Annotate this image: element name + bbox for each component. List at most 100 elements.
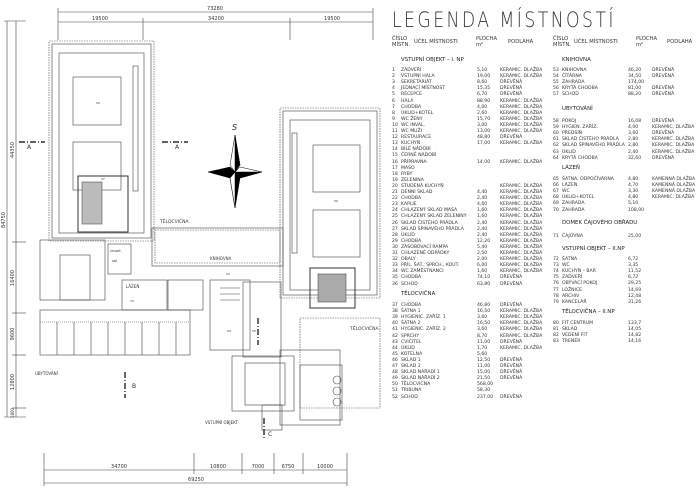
room-floor: KERAMIC. DLAŽBA — [500, 98, 543, 104]
room-number: 77 — [553, 287, 559, 293]
room-area: 1,70 — [477, 345, 488, 351]
room-area: 4,00 — [477, 104, 488, 110]
room-purpose: LÁZEŇ — [562, 183, 578, 189]
room-floor: KERAMIC. DLAŽBA — [500, 74, 543, 80]
room-purpose: KRYTÁ CHODBA — [562, 86, 598, 92]
dim-bottom-2: 10800 — [210, 464, 226, 470]
room-number: 7 — [392, 104, 395, 110]
room-area: 5,10 — [628, 201, 639, 207]
room-number: 50 — [392, 382, 398, 388]
room-number: 49 — [392, 376, 398, 382]
room-number: 39 — [392, 315, 398, 321]
dim-bottom-5: 10000 — [317, 464, 333, 470]
room-number: 81 — [553, 327, 559, 333]
room-purpose: KOTELNA — [401, 351, 423, 357]
room-purpose: SKLAD 2 — [401, 364, 421, 369]
room-floor: DŘEVĚNÁ — [652, 86, 675, 92]
room-purpose: CHODBA — [401, 196, 422, 202]
bottom-dimensions: 34700 10800 7000 6750 10000 69250 — [43, 453, 348, 486]
room-purpose: WC ŽENY — [401, 116, 423, 122]
room-purpose: SKLAD ŠPINAVÉHO PRÁDLA — [401, 226, 464, 232]
room-area: 3,60 — [477, 327, 488, 333]
room-area: 14,05 — [628, 327, 642, 333]
room-floor: KERAMIC. DLAŽBA — [500, 321, 543, 327]
dim-left-2: 16400 — [10, 270, 16, 286]
room-purpose: ARCHIV — [562, 293, 580, 299]
room-area: 48,80 — [477, 135, 491, 141]
room-floor: KERAMIC. DLAŽBA — [500, 159, 543, 165]
room-number: 46 — [392, 357, 398, 363]
room-floor: KERAMIC. DLAŽBA — [500, 345, 543, 351]
room-purpose: BÍLÉ NÁDOBÍ — [401, 147, 431, 153]
room-number: 13 — [392, 141, 398, 147]
room-area: 2,40 — [477, 232, 488, 238]
header-floor: PODLAHA — [508, 39, 534, 45]
room-area: 21,50 — [477, 376, 491, 382]
room-floor: DŘEVĚNÁ — [500, 376, 523, 382]
room-floor: KAMENNÁ DLAŽBA — [652, 183, 696, 189]
room-number: 17 — [392, 165, 398, 171]
room-purpose: HALA — [401, 98, 414, 104]
room-area: 6,72 — [628, 275, 639, 281]
room-area: 81,00 — [628, 86, 642, 92]
room-number: 28 — [392, 232, 398, 238]
room-floor: DŘEVĚNÁ — [652, 155, 675, 161]
room-area: 25,00 — [628, 234, 642, 239]
room-floor: DŘEVĚNÁ — [500, 303, 523, 308]
header-area-2: PLOCHA m² — [636, 36, 657, 48]
room-number: 9 — [392, 116, 395, 122]
room-number: 1 — [392, 68, 395, 73]
room-floor: DŘEVĚNÁ — [652, 74, 675, 80]
zrcadl-label: zrcadl. — [110, 249, 122, 253]
room-number: 75 — [553, 275, 559, 281]
section-c: C — [268, 431, 272, 438]
room-purpose: OBÝVACÍ POKOJ — [562, 281, 598, 287]
room-area: 19,00 — [477, 74, 491, 80]
room-area: 4,40 — [477, 190, 488, 195]
dim-left-total: 84750 — [1, 212, 7, 228]
room-number: 20 — [392, 183, 398, 189]
room-purpose: CVIČITEL — [401, 339, 422, 345]
room-area: 4,80 — [628, 177, 639, 182]
room-purpose: CHODBA — [401, 303, 422, 308]
dim-top-right: 19500 — [324, 16, 340, 22]
legend-section-title: KNIHOVNA — [562, 57, 591, 63]
room-floor: DŘEVĚNÁ — [500, 394, 523, 400]
room-area: 88,90 — [477, 98, 491, 104]
dim-bottom-total: 69250 — [188, 477, 204, 483]
room-number: 2 — [392, 74, 395, 80]
room-purpose: SKLAD — [562, 327, 578, 333]
room-number: 40 — [392, 321, 398, 327]
room-number: 64 — [553, 155, 559, 161]
room-floor: KERAMIC. DLAŽBA — [500, 263, 543, 269]
room-area: 1,60 — [477, 269, 488, 275]
dim-top-left: 19500 — [92, 16, 108, 22]
room-area: 14,16 — [628, 339, 642, 345]
room-purpose: CHODBA — [401, 238, 422, 244]
room-number: 54 — [553, 74, 559, 80]
room-purpose: ZAHRADA — [562, 80, 585, 86]
room-floor: KERAMIC. DLAŽBA — [500, 208, 543, 214]
room-purpose: POKOJ — [562, 119, 577, 124]
room-area: 1,60 — [477, 214, 488, 220]
room-purpose: HYGIEN. ZAŘÍZ. — [562, 125, 598, 131]
room-floor: KERAMIC. DLAŽBA — [500, 238, 543, 244]
room-purpose: CHODBA — [401, 275, 422, 281]
room-number: 67 — [553, 189, 559, 195]
room-number: 62 — [553, 143, 559, 149]
room-area: 15,35 — [477, 86, 491, 92]
room-floor: KERAMIC. DLAŽBA — [500, 196, 543, 202]
room-area: 5,60 — [477, 351, 488, 357]
room-area: 2,40 — [477, 196, 488, 202]
room-number: 80 — [553, 321, 559, 326]
dim-left-3: 9600 — [10, 328, 16, 341]
room-floor: KERAMIC. DLAŽBA — [500, 244, 543, 250]
room-purpose: ČERNÉ NÁDOBÍ — [401, 153, 437, 159]
room-area: 34,50 — [628, 74, 642, 80]
room-floor: KERAMIC. DLAŽBA — [500, 309, 543, 315]
room-floor: KERAMIC. DLAŽBA — [500, 116, 543, 122]
room-area: 63,80 — [477, 281, 491, 287]
gym-building-right: 50 TĚLOCVIČNA — [279, 107, 381, 409]
legend-section-title: DOMEK ČAJOVÉHO OBŘADU — [562, 220, 638, 226]
